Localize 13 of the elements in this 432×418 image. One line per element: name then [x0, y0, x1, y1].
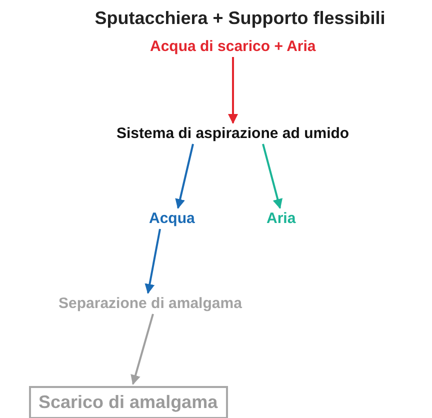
process-box	[28, 386, 228, 418]
arrow	[130, 314, 154, 385]
flow-label: Aria	[266, 210, 296, 227]
arrow	[262, 144, 283, 209]
flow-label: Sistema di aspirazione ad umido	[116, 125, 350, 142]
arrow	[228, 57, 238, 124]
box-label: Scarico di amalgama	[38, 392, 218, 412]
arrow	[144, 228, 161, 294]
flow-label: Separazione di amalgama	[58, 295, 242, 312]
flow-label: Acqua	[149, 210, 195, 227]
flow-label: Acqua di scarico + Aria	[150, 38, 316, 55]
diagram-title: Sputacchiera + Supporto flessibili	[94, 8, 386, 28]
arrow	[175, 144, 194, 209]
